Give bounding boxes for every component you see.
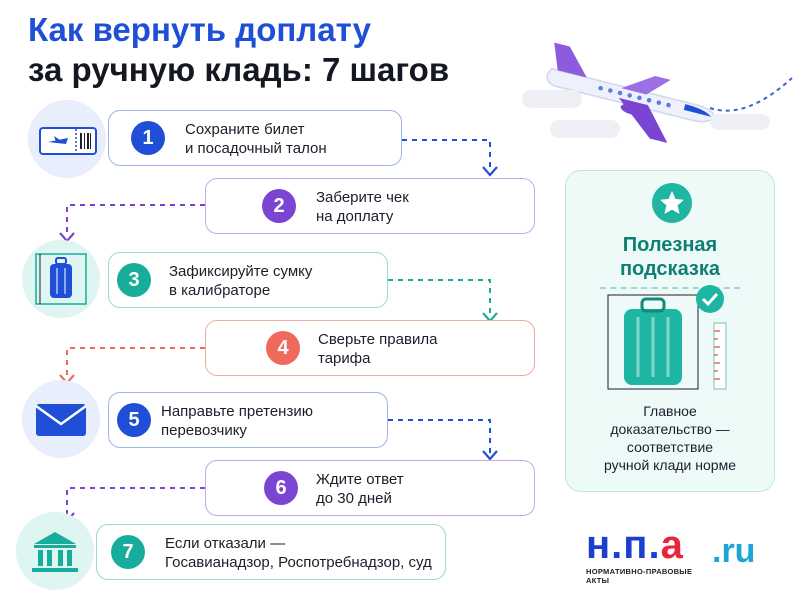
step-2-card: 2 Заберите чек на доплату bbox=[205, 178, 535, 234]
tip-title: Полезная подсказка bbox=[619, 234, 721, 280]
airplane-icon bbox=[546, 42, 793, 143]
cloud-icon bbox=[710, 114, 770, 130]
title-line-2: за ручную кладь: 7 шагов bbox=[28, 51, 450, 88]
step-1-badge: 1 bbox=[131, 121, 165, 155]
suitcase-icon bbox=[624, 297, 682, 385]
cloud-icon bbox=[522, 90, 582, 108]
step-2-badge: 2 bbox=[262, 189, 296, 223]
airplane-illustration bbox=[510, 38, 800, 148]
step-2-text: Заберите чек на доплату bbox=[316, 189, 409, 225]
step-5-icon-circle bbox=[22, 380, 100, 458]
step-1-card: 1 Сохраните билет и посадочный талон bbox=[108, 110, 402, 166]
step-6-text: Ждите ответ до 30 дней bbox=[316, 471, 404, 507]
step-6-badge: 6 bbox=[264, 471, 298, 505]
suitcase-check-illustration bbox=[607, 285, 727, 390]
tip-text: Главное доказательство — соответствие ру… bbox=[604, 403, 736, 473]
step-7-icon-circle bbox=[16, 512, 94, 590]
star-icon bbox=[660, 191, 684, 214]
step-5-card: 5 Направьте претензию перевозчику bbox=[108, 392, 388, 448]
step-4-badge: 4 bbox=[266, 331, 300, 365]
logo-subtitle: НОРМАТИВНО-ПРАВОВЫЕ АКТЫ bbox=[586, 567, 693, 585]
suitcase-icon bbox=[35, 253, 87, 305]
step-3-card: 3 Зафиксируйте сумку в калибраторе bbox=[108, 252, 388, 308]
step-3-icon-circle bbox=[22, 240, 100, 318]
step-6-card: 6 Ждите ответ до 30 дней bbox=[205, 460, 535, 516]
check-icon bbox=[696, 285, 724, 313]
star-badge bbox=[652, 183, 692, 223]
step-1-icon-circle bbox=[28, 100, 106, 178]
step-7-text: Если отказали — Госавианадзор, Роспотреб… bbox=[165, 535, 432, 571]
logo-domain: .ru bbox=[712, 532, 756, 570]
step-5-badge: 5 bbox=[117, 403, 151, 437]
bank-icon bbox=[32, 532, 78, 572]
step-4-card: 4 Сверьте правила тарифа bbox=[205, 320, 535, 376]
cloud-icon bbox=[550, 120, 620, 138]
title-line-1: Как вернуть доплату bbox=[28, 11, 371, 48]
step-7-card: 7 Если отказали — Госавианадзор, Роспотр… bbox=[96, 524, 446, 580]
step-4-text: Сверьте правила тарифа bbox=[318, 331, 438, 367]
step-7-badge: 7 bbox=[111, 535, 145, 569]
ticket-icon bbox=[39, 127, 97, 155]
envelope-icon bbox=[35, 404, 87, 436]
tip-divider bbox=[600, 287, 740, 289]
step-1-text: Сохраните билет и посадочный талон bbox=[185, 121, 327, 157]
ruler-icon bbox=[713, 322, 727, 390]
step-3-text: Зафиксируйте сумку в калибраторе bbox=[169, 263, 313, 299]
step-3-badge: 3 bbox=[117, 263, 151, 297]
step-connectors bbox=[59, 139, 498, 523]
tip-card: Полезная подсказка Главное доказ bbox=[565, 170, 775, 492]
npa-logo[interactable]: н.п.а .ru НОРМАТИВНО-ПРАВОВЫЕ АКТЫ bbox=[586, 523, 786, 585]
step-5-text: Направьте претензию перевозчику bbox=[161, 403, 313, 439]
logo-letters: н.п.а bbox=[586, 523, 684, 567]
page-title: Как вернуть доплату за ручную кладь: 7 ш… bbox=[28, 10, 449, 90]
